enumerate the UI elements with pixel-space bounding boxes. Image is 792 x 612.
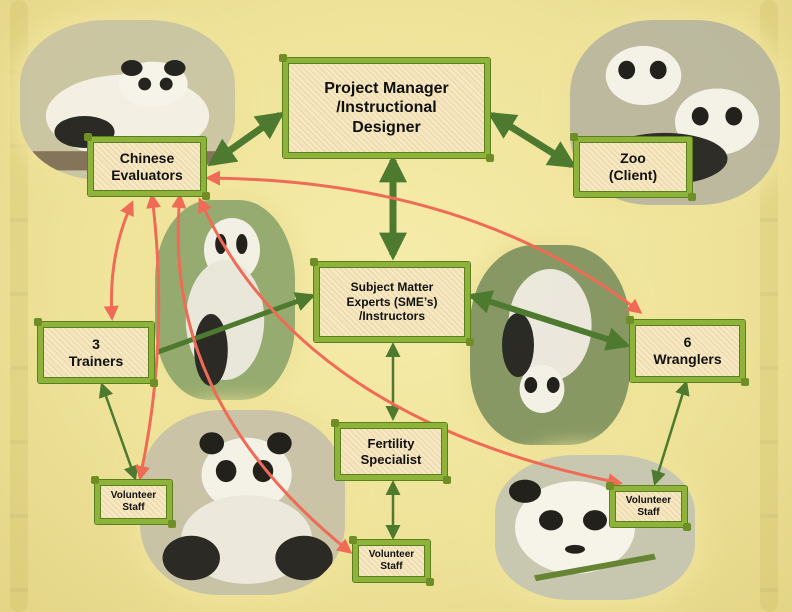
link-chinese-volunteer-mid [171, 193, 353, 554]
node-label: Volunteer Staff [625, 494, 672, 518]
bamboo-decoration [10, 0, 28, 612]
node-label: Volunteer Staff [368, 549, 415, 572]
node-label: Chinese Evaluators [111, 149, 183, 183]
link-chinese-volunteer-left [135, 193, 161, 481]
node-volunteer-staff-left: Volunteer Staff [91, 476, 176, 528]
link-trainers-volunteer-left [98, 382, 139, 481]
link-pm-zoo [487, 112, 577, 168]
node-volunteer-staff-right: Volunteer Staff [606, 482, 691, 531]
node-volunteer-staff-mid: Volunteer Staff [349, 536, 434, 586]
node-zoo-client: Zoo (Client) [570, 133, 696, 201]
node-project-manager: Project Manager /Instructional Designer [279, 54, 494, 162]
link-sme-trainers [157, 292, 316, 355]
node-label: 3 Trainers [68, 335, 124, 369]
node-label: Subject Matter Experts (SME’s) /Instruct… [346, 280, 438, 324]
link-pm-chinese [207, 111, 285, 167]
link-chinese-trainers [103, 200, 134, 321]
node-chinese-evaluators: Chinese Evaluators [84, 133, 210, 200]
node-label: Zoo (Client) [608, 150, 658, 183]
node-fertility-specialist: Fertility Specialist [331, 419, 451, 484]
node-sme-instructors: Subject Matter Experts (SME’s) /Instruct… [310, 258, 474, 346]
link-sme-wranglers [467, 290, 631, 351]
node-wranglers: 6 Wranglers [626, 316, 749, 386]
node-label: Fertility Specialist [360, 435, 422, 467]
node-trainers: 3 Trainers [34, 318, 158, 387]
link-chinese-volunteer-right [198, 197, 623, 489]
node-label: Project Manager /Instructional Designer [324, 80, 449, 136]
node-label: Volunteer Staff [110, 490, 157, 513]
node-label: 6 Wranglers [653, 334, 722, 367]
link-wranglers-volunteer-right [651, 380, 690, 486]
